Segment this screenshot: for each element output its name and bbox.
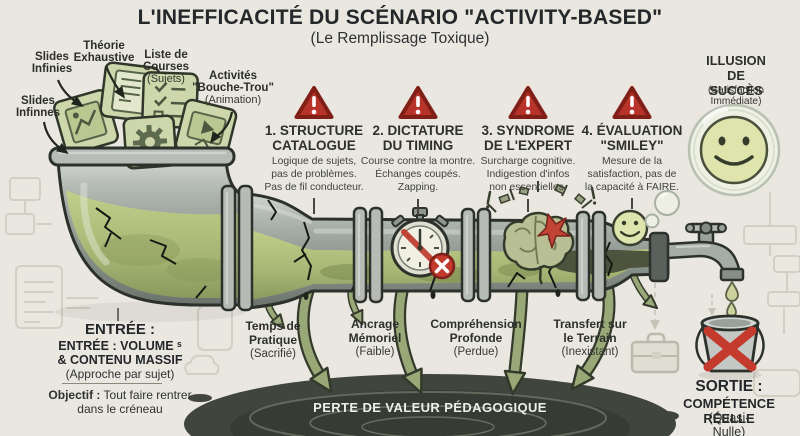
bucket-shadow — [698, 370, 762, 380]
loss-name: Compréhension Profonde — [430, 317, 522, 345]
loss-name: Ancrage Mémoriel — [348, 317, 402, 345]
sortie-line1: COMPÉTENCE RÉELLE — [683, 396, 775, 426]
puddle-shape — [184, 374, 679, 436]
problem-1-structure-catalogue: 1. STRUCTURE CATALOGUE Logique de sujets… — [249, 85, 379, 195]
loss-transfert-terrain: Transfert sur le Terrain (Inexistant) — [553, 317, 627, 359]
problem-title: 4. ÉVALUATION "SMILEY" — [581, 123, 683, 154]
loss-ancrage-memoriel: Ancrage Mémoriel (Faible) — [348, 317, 402, 359]
problem-desc: Surcharge cognitive. Indigestion d'infos… — [480, 156, 576, 193]
connector-lines — [117, 198, 633, 321]
illusion-subtitle: (Satisfaction Immédiate) — [707, 85, 765, 107]
content-tiles — [53, 61, 238, 170]
loss-comprehension-profonde: Compréhension Profonde (Perdue) — [430, 317, 522, 359]
label-activites-name: Activités "Bouche-Trou" — [192, 70, 274, 95]
flow-arrows — [263, 273, 659, 396]
flow-arrow — [570, 274, 616, 391]
funnel-icon — [56, 158, 262, 307]
pipe-flanges — [220, 184, 670, 312]
entree-line1: ENTRÉE : VOLUME ˢ — [58, 339, 182, 353]
label-liste-name: Liste de Courses — [142, 49, 190, 74]
warning-icon — [508, 86, 548, 119]
loss-temps-de-pratique: Temps de Pratique (Sacrifié) — [245, 319, 301, 361]
leak-arrow — [347, 288, 364, 326]
ghost-flowchart-left — [5, 177, 233, 375]
loss-qual: (Inexistant) — [561, 346, 619, 359]
brain-explosion-icon — [486, 181, 597, 285]
flow-arrow — [296, 284, 333, 394]
loss-qual: (Faible) — [355, 346, 395, 359]
leak-arrow — [630, 273, 659, 310]
problem-title: 3. SYNDROME DE L'EXPERT — [481, 123, 575, 154]
label-liste-qual: (Sujets) — [147, 72, 185, 85]
small-smiley-icon — [611, 209, 649, 247]
funnel-shadow — [55, 302, 245, 322]
label-liste-de-courses: Liste de Courses (Sujets) — [143, 49, 189, 86]
funnel-rim — [48, 146, 236, 167]
bubble-smiley-icon — [644, 103, 781, 229]
entree-divider — [62, 383, 162, 384]
loss-name: Temps de Pratique — [245, 319, 301, 347]
page-subtitle: (Le Remplissage Toxique) — [310, 30, 490, 47]
problem-title: 1. STRUCTURE CATALOGUE — [264, 123, 364, 154]
faucet-icon — [666, 221, 745, 318]
stopwatch-icon — [390, 207, 456, 280]
flow-arrow — [393, 285, 423, 395]
flange-highlights — [226, 192, 583, 304]
label-slides-infinnes: Slides Infinnes — [15, 95, 61, 120]
bucket-crossed-icon — [695, 314, 765, 373]
problem-2-dictature-du-timing: 2. DICTATURE DU TIMING Course contre la … — [353, 85, 483, 195]
problem-desc: Course contre la montre. Échanges coupés… — [360, 156, 476, 193]
entree-line3: (Approche par sujet) — [65, 367, 175, 381]
loss-qual: (Perdue) — [453, 346, 499, 359]
drip-icon — [725, 280, 739, 318]
entree-line2: & CONTENU MASSIF — [57, 353, 183, 367]
entree-objectif-label: Objectif : — [48, 388, 101, 402]
entree-heading: ENTRÉE : — [84, 321, 156, 338]
x-badge-icon — [428, 252, 456, 280]
puddle-label: PERTE DE VALEUR PÉDAGOGIQUE — [313, 400, 547, 415]
ghost-guide-arrows — [650, 274, 716, 330]
problem-desc: Mesure de la satisfaction, pas de la cap… — [584, 156, 680, 193]
label-activites-qual: (Animation) — [204, 93, 262, 106]
label-theorie-exhaustive: Théorie Exhaustive — [73, 40, 135, 65]
entree-objectif-text: Tout faire rentrer dans le créneau — [77, 388, 192, 417]
label-slides-infinies: Slides Infinies — [31, 51, 73, 76]
loss-qual: (Sacrifié) — [249, 348, 296, 361]
warning-icon — [294, 86, 334, 119]
loss-name: Transfert sur le Terrain — [553, 317, 627, 345]
briefcase-icon — [630, 332, 680, 374]
label-activites-bouche-trou: Activités "Bouche-Trou" (Animation) — [192, 70, 274, 107]
sortie-line2: (Quasi-Nulle) — [708, 411, 750, 436]
problem-desc: Logique de sujets, pas de problèmes. Pas… — [264, 156, 364, 193]
problem-title: 2. DICTATURE DU TIMING — [372, 123, 464, 154]
label-arrows — [42, 65, 234, 155]
entree-objectif: Objectif : Tout faire rentrer dans le cr… — [30, 388, 210, 417]
sortie-heading: SORTIE : — [695, 378, 763, 395]
warning-icon — [612, 86, 652, 119]
illusion-title: ILLUSION DE SUCCÈS — [706, 53, 766, 99]
page-title: L'INEFFICACITÉ DU SCÉNARIO "ACTIVITY-BAS… — [137, 6, 663, 29]
flow-arrow — [503, 282, 529, 396]
problem-3-syndrome-de-l-expert: 3. SYNDROME DE L'EXPERT Surcharge cognit… — [463, 85, 593, 195]
warning-icon — [398, 86, 438, 119]
problem-4-evaluation-smiley: 4. ÉVALUATION "SMILEY" Mesure de la sati… — [567, 85, 697, 195]
